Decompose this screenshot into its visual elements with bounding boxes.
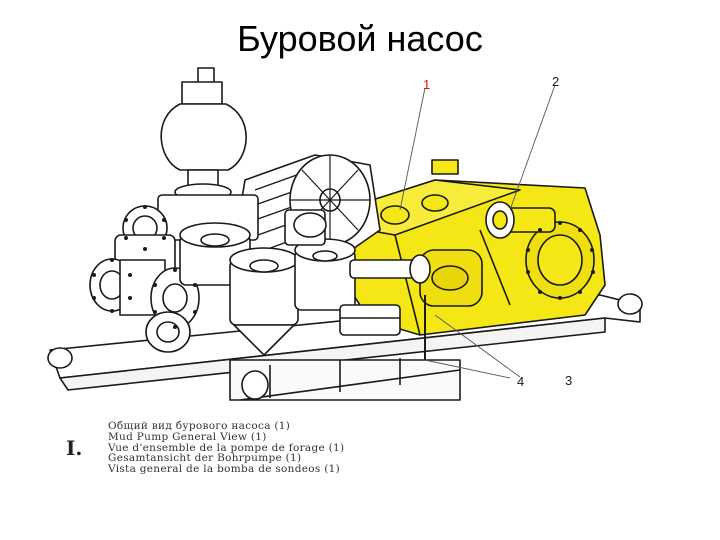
multilingual-caption: Общий вид бурового насоса (1) Mud Pump G… <box>108 421 344 475</box>
mud-pump-illustration <box>47 67 643 401</box>
callout-4: 4 <box>517 374 525 389</box>
caption-line-en: Mud Pump General View (1) <box>108 430 267 443</box>
bolt-dots <box>92 205 595 329</box>
callout-2: 2 <box>552 74 560 89</box>
pony-rods <box>339 254 431 360</box>
caption-line-fr: Vue d'ensemble de la pompe de forage (1) <box>108 441 345 454</box>
pulsation-dampener <box>160 67 247 201</box>
callout-3: 3 <box>565 373 573 388</box>
figure-number: I. <box>66 436 83 460</box>
caption-line-ru: Общий вид бурового насоса (1) <box>108 420 291 432</box>
slide-title: Буровой насос <box>237 18 483 59</box>
leader-lines <box>399 84 556 379</box>
caption-line-de: Gesamtansicht der Bohrpumpe (1) <box>108 452 302 465</box>
fluid-end <box>89 194 356 356</box>
callout-1: 1 <box>423 77 431 92</box>
caption-line-es: Vista general de la bomba de sondeos (1) <box>108 463 340 476</box>
